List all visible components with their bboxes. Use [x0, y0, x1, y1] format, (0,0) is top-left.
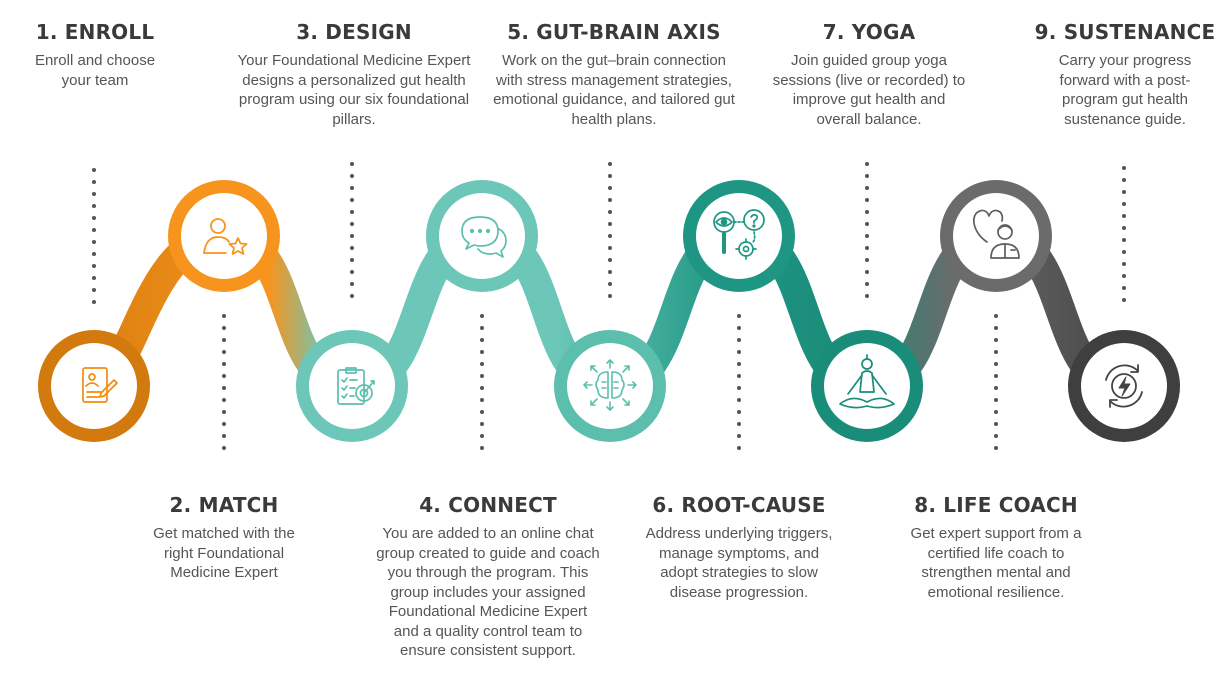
step-3: 3. DESIGN Your Foundational Medicine Exp… — [226, 20, 482, 129]
connector-step-2 — [222, 314, 226, 450]
step-title: 9. SUSTENANCE — [1034, 20, 1216, 44]
step-2: 2. MATCH Get matched with the right Foun… — [134, 493, 314, 583]
connector-step-3 — [350, 162, 354, 298]
node-step-1 — [38, 330, 150, 442]
step-description: Work on the gut–brain connection with st… — [493, 52, 735, 128]
step-title: 8. LIFE COACH — [914, 493, 1078, 517]
node-step-2 — [168, 180, 280, 292]
node-step-3 — [296, 330, 408, 442]
checklist-target-icon — [337, 367, 375, 405]
step-8: 8. LIFE COACH Get expert support from a … — [893, 493, 1099, 602]
cycle-bolt-icon — [1105, 364, 1143, 408]
heart-coach-icon — [973, 209, 1020, 259]
eye-question-gear-icon — [713, 209, 765, 260]
step-title: 1. ENROLL — [35, 20, 155, 44]
step-description: Join guided group yoga sessions (live or… — [772, 52, 966, 128]
step-title: 5. GUT-BRAIN AXIS — [507, 20, 721, 44]
node-step-4 — [426, 180, 538, 292]
step-6: 6. ROOT-CAUSE Address underlying trigger… — [636, 493, 842, 602]
node-step-7 — [811, 330, 923, 442]
step-title: 3. DESIGN — [296, 20, 412, 44]
clipboard-user-icon — [82, 367, 118, 403]
connector-step-4 — [480, 314, 484, 450]
connector-step-9 — [1122, 166, 1126, 302]
step-title: 4. CONNECT — [419, 493, 557, 517]
connector-step-5 — [608, 162, 612, 298]
dotted-connectors — [92, 162, 1126, 450]
step-description: Get expert support from a certified life… — [910, 525, 1082, 601]
step-title: 6. ROOT-CAUSE — [652, 493, 826, 517]
connector-step-1 — [92, 168, 96, 304]
step-description: Enroll and choose your team — [34, 52, 156, 89]
step-description: You are added to an online chat group cr… — [376, 525, 600, 659]
step-nodes — [38, 180, 1180, 442]
step-9: 9. SUSTENANCE Carry your progress forwar… — [1032, 20, 1218, 129]
chat-bubbles-icon — [461, 216, 507, 258]
step-4: 4. CONNECT You are added to an online ch… — [372, 493, 604, 661]
node-step-6 — [683, 180, 795, 292]
node-step-8 — [940, 180, 1052, 292]
step-description: Carry your progress forward with a post-… — [1058, 52, 1192, 128]
step-description: Get matched with the right Foundational … — [153, 525, 295, 581]
connector-step-8 — [994, 314, 998, 450]
user-star-icon — [203, 218, 248, 255]
yoga-pose-icon — [839, 354, 895, 409]
connector-step-6 — [737, 314, 741, 450]
step-5: 5. GUT-BRAIN AXIS Work on the gut–brain … — [486, 20, 742, 129]
brain-arrows-icon — [583, 359, 637, 411]
step-title: 7. YOGA — [822, 20, 916, 44]
step-7: 7. YOGA Join guided group yoga sessions … — [756, 20, 982, 129]
node-step-9 — [1068, 330, 1180, 442]
step-title: 2. MATCH — [169, 493, 279, 517]
step-description: Your Foundational Medicine Expert design… — [237, 52, 471, 128]
connector-step-7 — [865, 162, 869, 298]
step-1: 1. ENROLL Enroll and choose your team — [10, 20, 180, 90]
step-description: Address underlying triggers, manage symp… — [645, 525, 833, 601]
node-step-5 — [554, 330, 666, 442]
